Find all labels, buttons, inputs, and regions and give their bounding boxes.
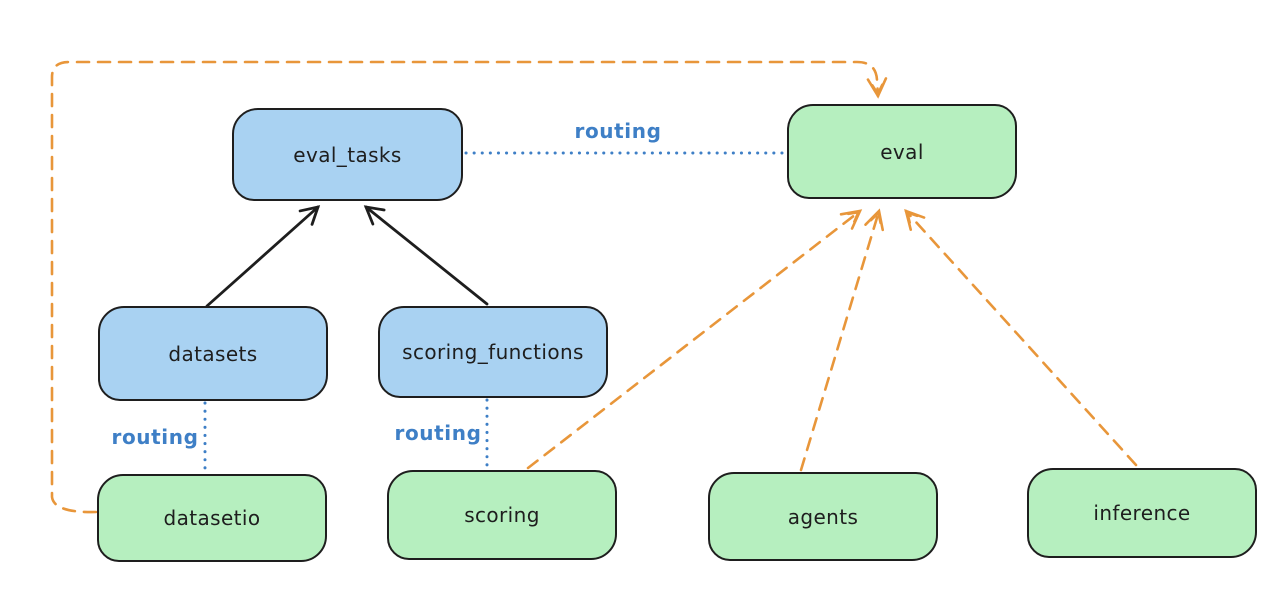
node-label: scoring_functions	[402, 340, 584, 364]
node-scoring-functions: scoring_functions	[378, 306, 608, 398]
node-label: inference	[1093, 501, 1191, 525]
node-agents: agents	[708, 472, 938, 561]
node-scoring: scoring	[387, 470, 617, 560]
node-label: datasetio	[163, 506, 261, 530]
edge-scoring_functions-to-eval_tasks-arrow	[363, 205, 489, 306]
node-label: eval_tasks	[293, 142, 402, 167]
edge-label-routing: routing	[394, 421, 482, 445]
node-eval-tasks: eval_tasks	[232, 108, 463, 201]
node-label: scoring	[464, 503, 540, 527]
edge-label-routing: routing	[574, 119, 662, 143]
edge-agents-to-eval-arrow	[799, 208, 885, 472]
edge-datasetio-to-eval-arrow	[50, 60, 888, 514]
edge-scoring-to-eval-arrow	[526, 209, 863, 470]
node-eval: eval	[787, 104, 1017, 199]
node-datasetio: datasetio	[97, 474, 327, 562]
node-label: agents	[787, 504, 859, 529]
edge-label-routing: routing	[111, 425, 199, 449]
node-label: eval	[880, 139, 924, 164]
node-datasets: datasets	[98, 306, 328, 401]
edge-inference-to-eval-arrow	[904, 208, 1138, 467]
node-inference: inference	[1027, 468, 1257, 558]
node-label: datasets	[168, 341, 258, 366]
edge-datasets-to-eval_tasks-arrow	[205, 205, 321, 308]
